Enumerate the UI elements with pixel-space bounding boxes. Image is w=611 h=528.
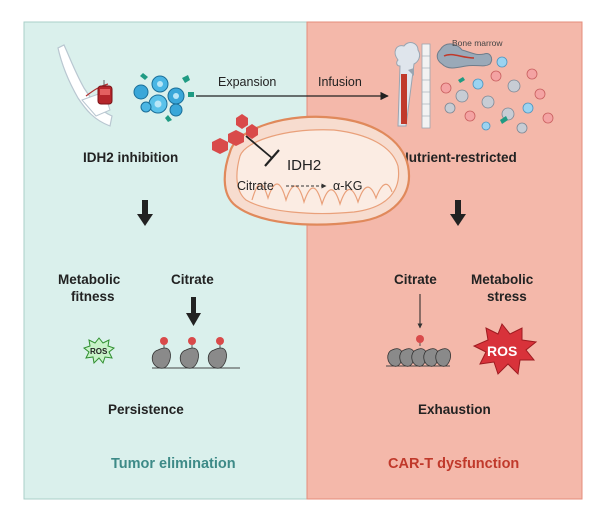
t-cell-cluster-icon	[133, 73, 194, 122]
infusion-label: Infusion	[318, 75, 362, 89]
ros-small-label: ROS	[90, 347, 108, 356]
left-citrate-label: Citrate	[171, 272, 214, 287]
left-citrate-arrow	[186, 297, 201, 326]
inhibitor-molecule-icon	[212, 114, 258, 154]
inhibition-line	[245, 135, 273, 159]
ros-large-label: ROS	[487, 343, 517, 359]
left-chromatin-icon	[151, 337, 240, 369]
metabolic-stress-label-2: stress	[487, 289, 527, 304]
left-panel	[23, 21, 308, 500]
ros-small-burst-icon	[82, 337, 116, 365]
inhibition-bar	[264, 149, 280, 167]
car-t-dysfunction-label: CAR-T dysfunction	[388, 456, 519, 472]
marrow-cells-icon	[440, 56, 554, 134]
tumor-elimination-label: Tumor elimination	[111, 456, 236, 472]
nutrient-restricted-label: Nutrient-restricted	[399, 150, 517, 165]
mito-idh2-label: IDH2	[287, 157, 321, 174]
right-down-arrow	[450, 200, 466, 226]
exhaustion-label: Exhaustion	[418, 402, 491, 417]
metabolic-stress-label-1: Metabolic	[471, 272, 534, 287]
bone-marrow-segment-icon	[436, 43, 493, 69]
right-panel	[306, 21, 583, 500]
mito-citrate-label: Citrate	[237, 179, 274, 193]
metabolic-fitness-label-1: Metabolic	[58, 272, 121, 287]
blood-bag-icon	[97, 80, 113, 105]
idh2-inhibition-label: IDH2 inhibition	[83, 150, 178, 165]
left-down-arrow	[137, 200, 153, 226]
metabolic-fitness-label-2: fitness	[71, 289, 115, 304]
bone-marrow-label: Bone marrow	[452, 38, 503, 48]
ros-large-burst-icon	[472, 323, 538, 376]
bone-icon	[394, 42, 421, 127]
expansion-label: Expansion	[218, 75, 276, 89]
right-citrate-label: Citrate	[394, 272, 437, 287]
bone-marrow-ruler-icon	[421, 43, 431, 129]
right-chromatin-icon	[386, 335, 451, 367]
mito-akg-label: α-KG	[333, 179, 362, 193]
persistence-label: Persistence	[108, 402, 184, 417]
